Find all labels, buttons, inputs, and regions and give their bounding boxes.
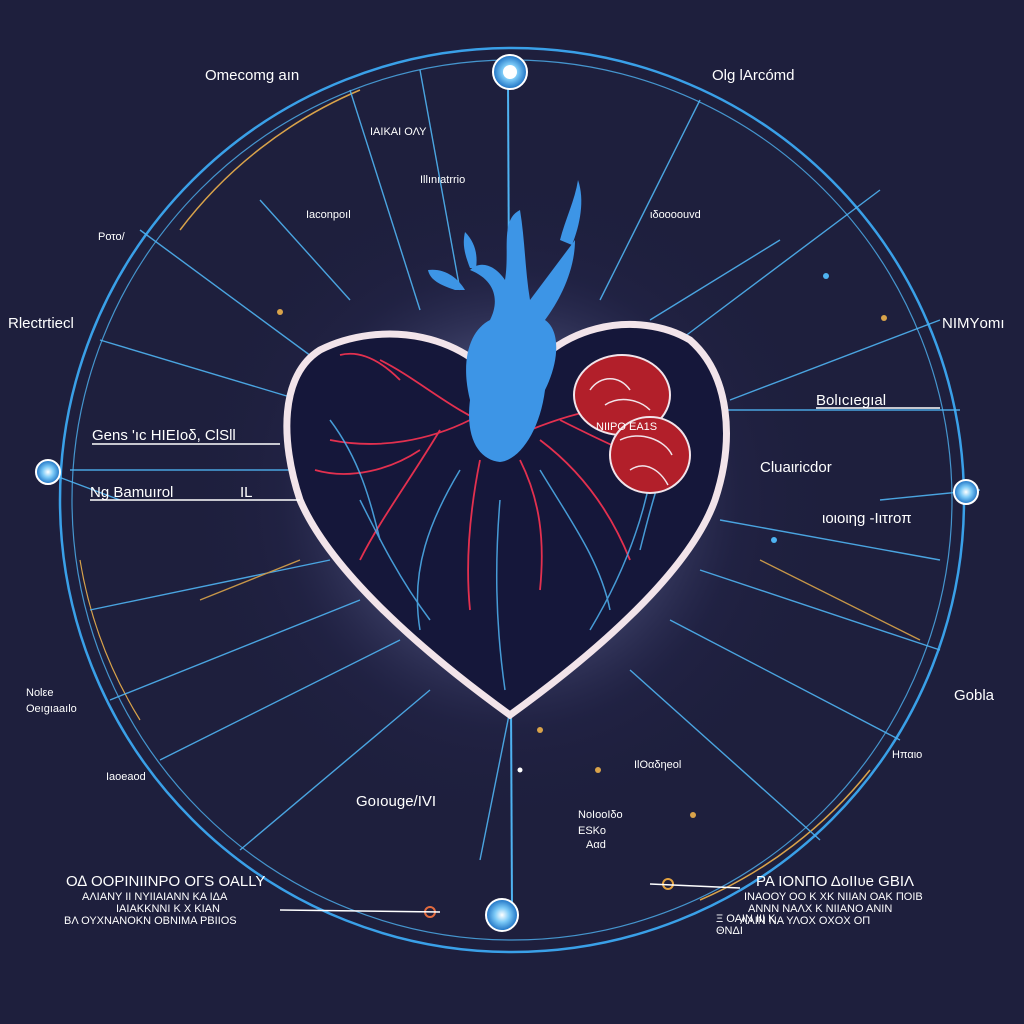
label-far-right-low: Gobla <box>954 687 995 704</box>
aorta <box>428 180 582 462</box>
label-lower-center-left: Goıouge/ΙVΙ <box>356 793 436 810</box>
label-lower-center-right-2: ΝοΙοοΙδο <box>578 809 623 821</box>
label-bottom-right-line-6: ΘΝΔΙ <box>716 925 743 937</box>
ring-nodes <box>35 54 979 932</box>
labels: Omecomg aın Olg lArcómd ΙΑΙΚΑΙ ΟΛΥ Illın… <box>8 67 1005 937</box>
label-lower-center-right-1: ΙlΟαδηeol <box>634 759 681 771</box>
label-bottom-right-line-3: ΑΝΝΝ ΝΑΛΧ Κ ΝΙΙΑΝΟ ΑΝΙΝ <box>748 903 892 915</box>
label-bottom-left-line-4: ΒΛ ΟΥΧΝΑΝΟΚΝ ΟΒΝΙΜΑ ΡΒΙΙΟS <box>64 915 237 927</box>
label-upper-center: Illınıatrrio <box>420 174 465 186</box>
connector-lines <box>39 69 981 861</box>
label-bottom-left-title: Ο∆ ΟΟΡΙΝΙΙΝΡΟ ΟΓS ΟΑLLY <box>66 873 265 890</box>
label-right-inner: Βolıcıegıal <box>816 392 886 409</box>
label-bottom-left-line-3: ΙΑΙΑΚΚΝΝΙ Κ Χ ΚΙΑΝ <box>116 903 220 915</box>
label-far-right-mid: ΝΙΜΥomı <box>942 315 1005 332</box>
label-top-left: Omecomg aın <box>205 67 299 84</box>
label-left-mid-upper: Ιaconpoıl <box>306 209 351 221</box>
label-far-left-mid: Rlectrtiecl <box>8 315 74 332</box>
node-right-icon <box>953 479 979 505</box>
label-bottom-right-line-5: Ξ ΟΑΙΝ ΙΙΙ Κ <box>716 913 776 925</box>
label-bottom-right-line-4: ΛΛΙΝ ΝΑ ΥΛΟΧ ΟΧΟΧ ΟΠ <box>740 915 870 927</box>
label-tissue: ΝΙΙΡΟ ΕΑ1S <box>596 421 657 433</box>
label-left-inner-1: Gens 'ıc ΗΙΕΙoδ, ClSll <box>92 427 236 444</box>
label-bottom-right-title: ΡΑ ΙΟΝΠΟ ΔοΙΙυe GΒΙΛ <box>756 873 914 890</box>
node-left-icon <box>35 459 61 485</box>
label-lower-center-right-4: Ααd <box>586 839 606 851</box>
label-upper-left-inner: ΙΑΙΚΑΙ ΟΛΥ <box>370 126 427 138</box>
label-bottom-left-line-2: ΑΛΙΑΝΥ ΙΙ ΝΥΙΙΑΙΑΝΝ ΚΑ ΙΔΑ <box>82 891 228 903</box>
label-underlines <box>90 407 940 913</box>
label-far-left-bottom: Ιaoeaod <box>106 771 146 783</box>
label-right-inner-3: ιoιoιηg -Ιιτroπ <box>822 510 912 527</box>
node-bottom-icon <box>485 898 519 932</box>
label-far-left-low-2: Oeıgıaaılo <box>26 703 77 715</box>
label-top-right: Olg lArcómd <box>712 67 795 84</box>
label-left-inner-2: Νg Βamuırοl <box>90 484 173 501</box>
label-far-left-low-1: Νolεe <box>26 687 54 699</box>
label-left-inner-2b: ΙL <box>240 484 253 501</box>
label-bottom-right-line-2: ΙΝΑΟΟΥ ΟΟ Κ ΧΚ ΝΙΙΑΝ ΟΑΚ ΠΟΙΒ <box>744 891 923 903</box>
label-far-left-top: Ροτο/ <box>98 231 126 243</box>
label-lower-center-right-3: ESΚο <box>578 825 606 837</box>
label-right-inner-2: Cluaιricdor <box>760 459 832 476</box>
label-right-mid-upper: ιδoooouvd <box>650 209 701 221</box>
tissue-mass <box>573 354 691 494</box>
label-far-right-bottom: Ηπαιο <box>892 749 922 761</box>
